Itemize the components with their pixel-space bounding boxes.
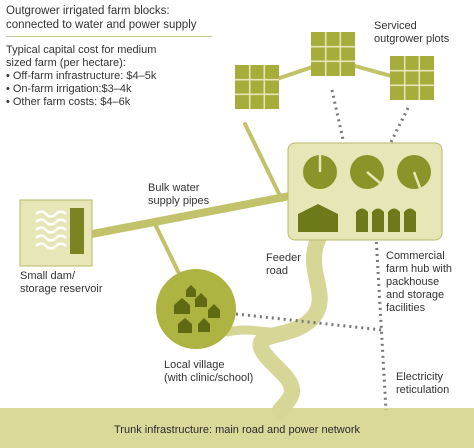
title-line: connected to water and power supply [6,19,197,31]
trunk-infrastructure-label: Trunk infrastructure: main road and powe… [114,424,360,436]
outgrower-plot [311,32,355,76]
house-icon [174,285,220,333]
feeder-road [252,224,330,418]
pivot-field-icon [397,155,431,189]
pivot-field-icon [303,155,337,189]
village [156,269,236,349]
village-label: Local village (with clinic/school) [164,359,254,384]
title-line: Outgrower irrigated farm blocks: [6,5,170,17]
feeder-road-label: Feeder road [266,252,301,277]
title-divider [6,36,212,37]
cost-item: Other farm costs: $4–6k [6,96,156,109]
bulk-water-label: Bulk water supply pipes [148,182,210,207]
cost-item: Off-farm infrastructure: $4–5k [6,70,156,83]
cost-summary: Typical capital cost for medium sized fa… [6,44,156,109]
farm-hub [287,142,443,241]
cost-item: On-farm irrigation:$3–4k [6,83,156,96]
dam-reservoir [19,199,93,267]
trunk-infrastructure-band [0,408,474,448]
farm-hub-label: Commercial farm hub with packhouse and s… [386,250,453,314]
diagram-title: Outgrower irrigated farm blocks: connect… [6,4,197,32]
dam-label: Small dam/ storage reservoir [20,270,103,295]
water-icon [35,210,67,250]
pivot-field-icon [350,155,384,189]
village-road [223,325,301,338]
serviced-plots-label: Serviced outgrower plots [374,20,450,45]
cost-list: Off-farm infrastructure: $4–5k On-farm i… [6,70,156,109]
outgrower-plot [235,65,279,109]
storage-silos-icon [356,208,416,232]
electricity-lines [235,89,410,411]
outgrower-plot [390,56,434,100]
packhouse-icon [298,204,338,232]
electricity-label: Electricity reticulation [396,371,450,396]
cost-intro: sized farm (per hectare): [6,57,126,69]
cost-intro: Typical capital cost for medium [6,44,157,56]
